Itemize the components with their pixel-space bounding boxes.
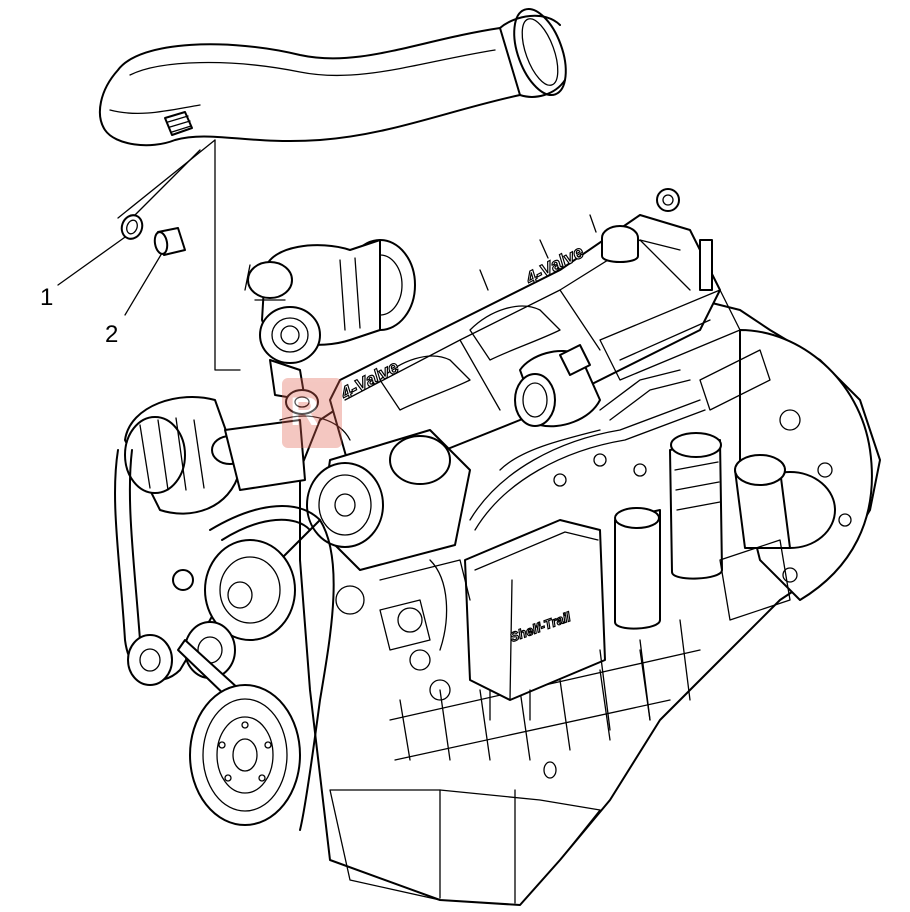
fuel-filters [614, 432, 836, 630]
ac-compressor [306, 429, 471, 571]
watermark-logo: R [282, 378, 342, 448]
callout-2: 2 [105, 321, 118, 348]
callout-1: 1 [40, 284, 53, 311]
svg-text:R: R [290, 390, 319, 434]
air-intake-hose [98, 8, 567, 147]
turbocharger [244, 239, 416, 401]
alternator [124, 396, 306, 515]
intake-manifold [469, 289, 741, 531]
part-2-sleeve[interactable] [153, 227, 186, 256]
accessory-belt-drive [114, 449, 335, 831]
leader-lines [57, 139, 241, 371]
part-1-seal-ring[interactable] [118, 212, 145, 241]
misc-engine-details [279, 349, 791, 731]
injection-pump-housing: Shelf-Trail [464, 519, 606, 721]
